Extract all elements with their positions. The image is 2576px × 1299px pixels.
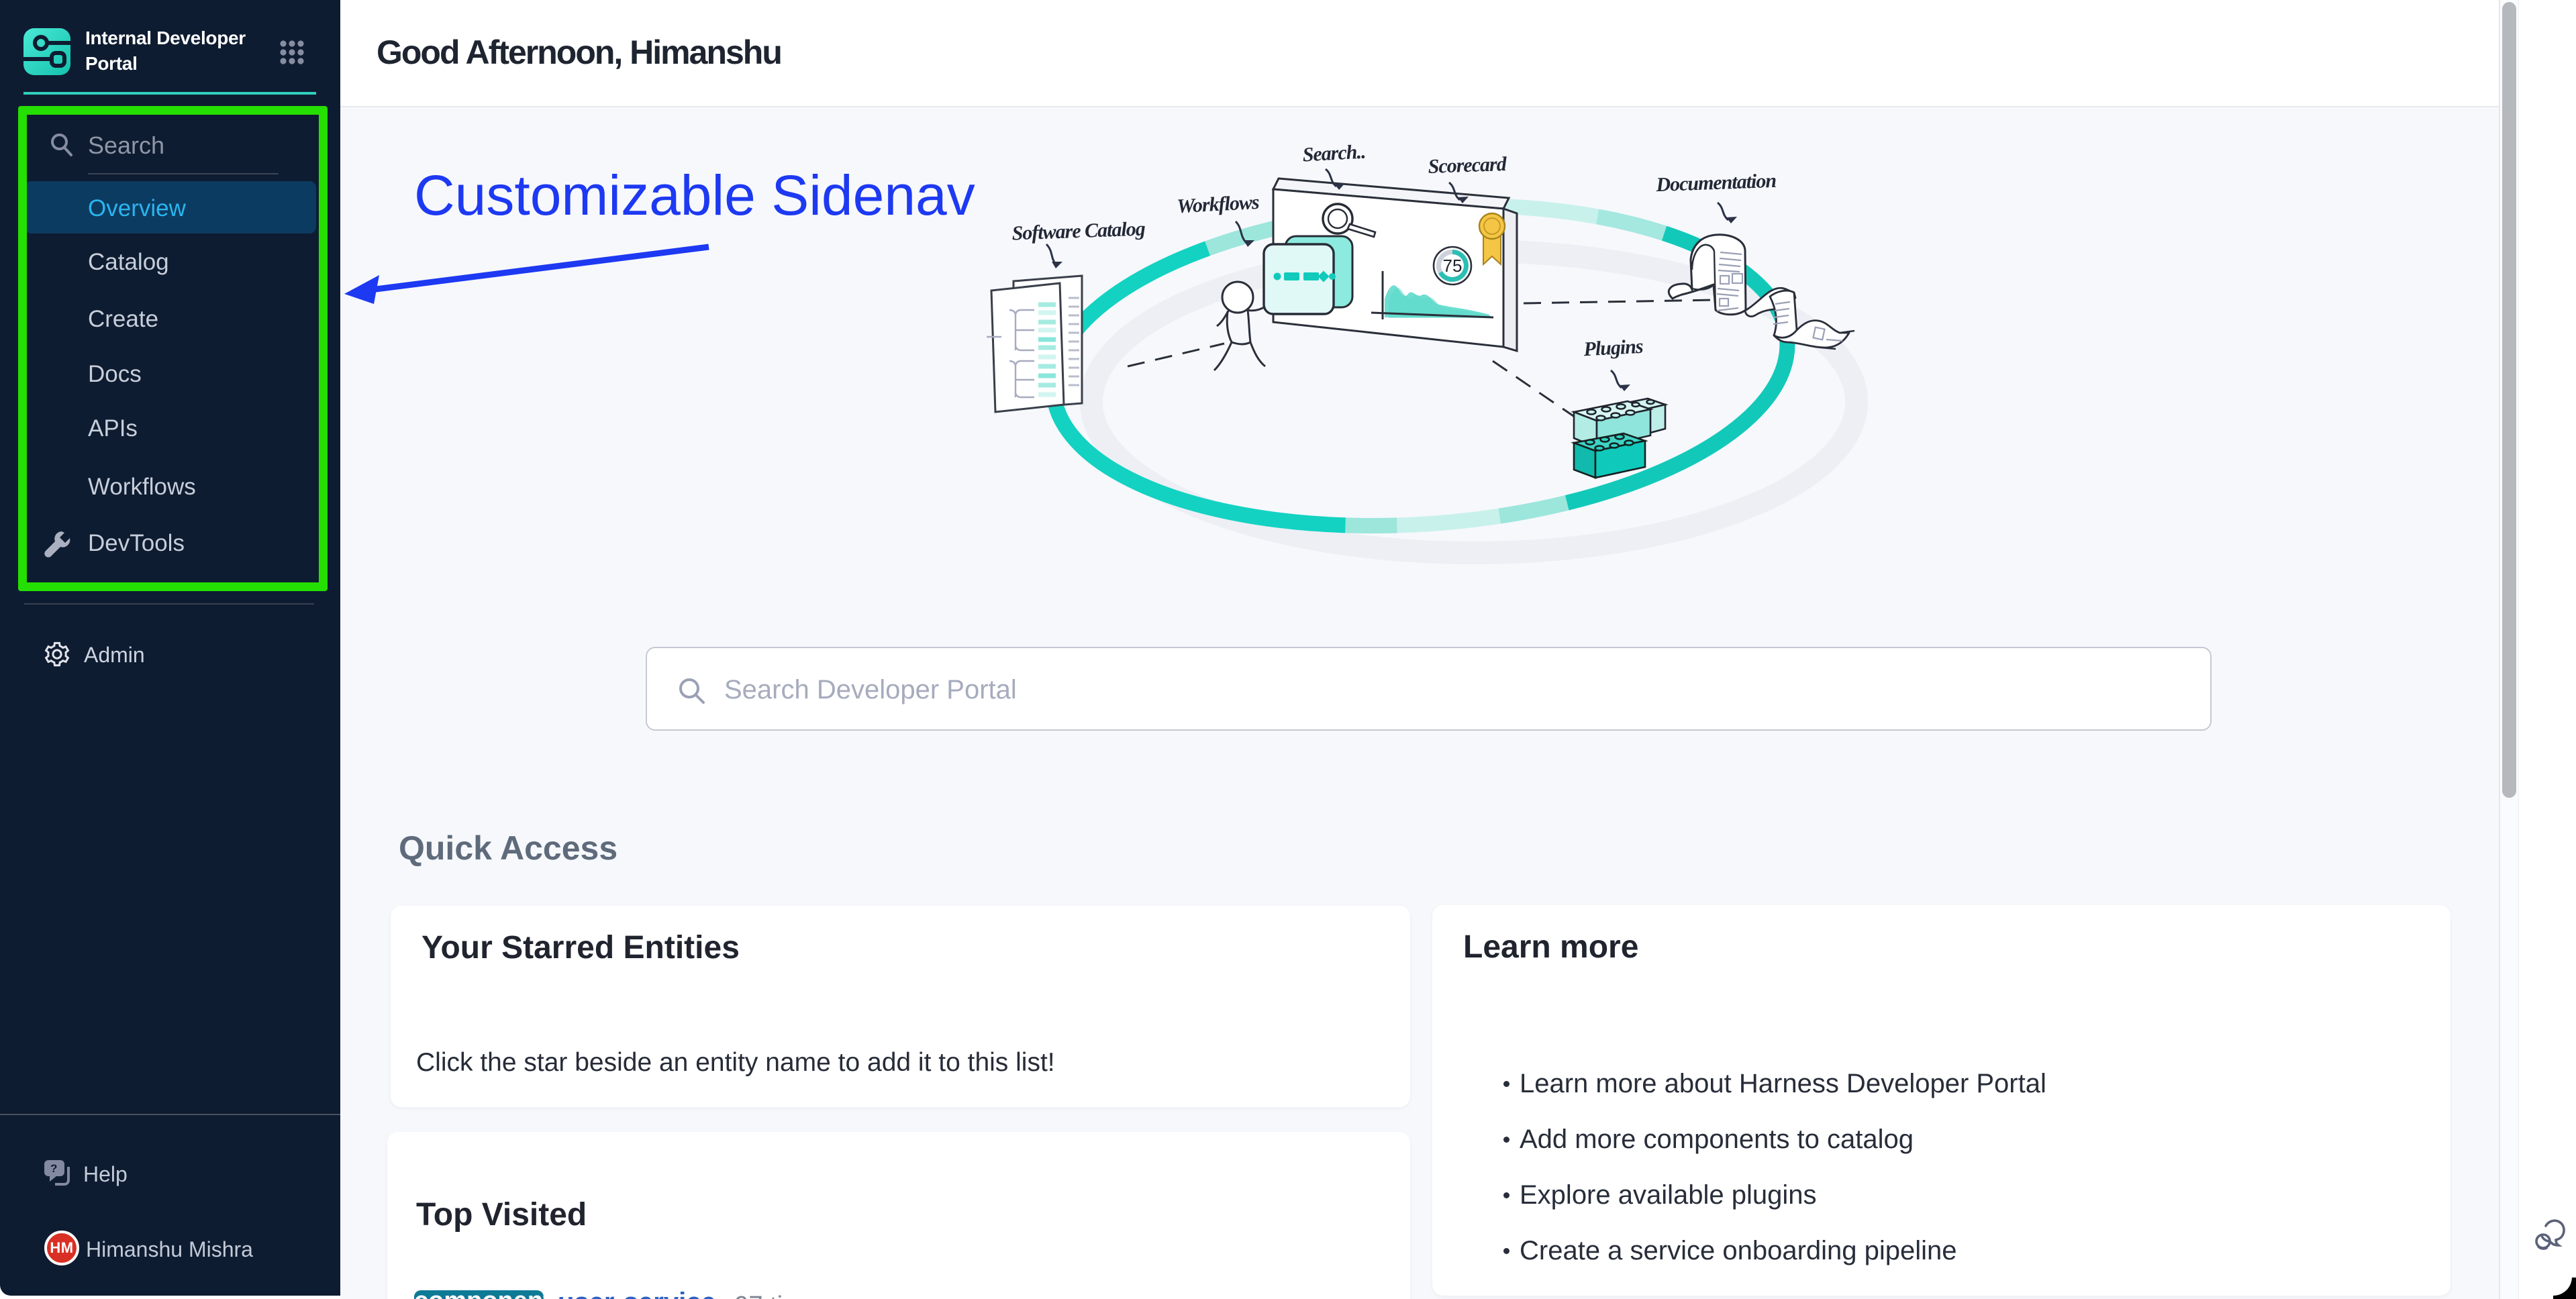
- svg-text:Software Catalog: Software Catalog: [1011, 218, 1146, 245]
- svg-text:Plugins: Plugins: [1583, 335, 1644, 361]
- svg-text:Workflows: Workflows: [1177, 191, 1260, 217]
- svg-text:Scorecard: Scorecard: [1428, 153, 1507, 178]
- svg-text:Documentation: Documentation: [1655, 170, 1777, 196]
- svg-text:Search..: Search..: [1302, 141, 1366, 166]
- svg-text:?: ?: [50, 1162, 57, 1175]
- svg-text:75: 75: [1443, 256, 1463, 276]
